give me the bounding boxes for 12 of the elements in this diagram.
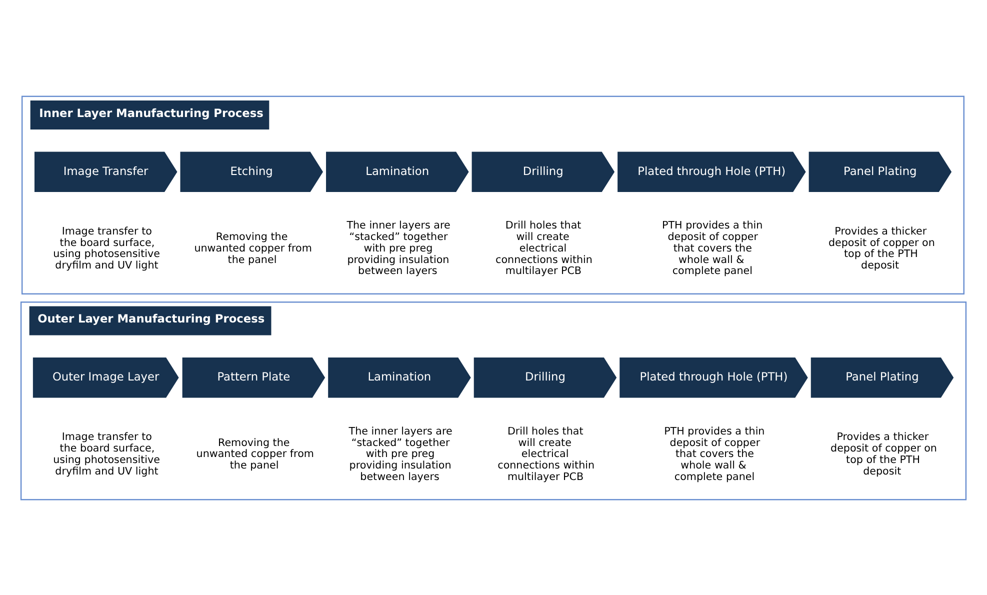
node-label: PTH provides a thin deposit of copper that covers the whole wall & complete panel: [662, 219, 763, 277]
node-label: PTH provides a thin deposit of copper that covers the whole wall & complete panel: [664, 424, 765, 482]
node-label: Removing the unwanted copper from the panel: [194, 230, 312, 266]
node-label: The inner layers are “stacked” together with pre preg providing insulation between layers: [348, 424, 452, 482]
node-label: Provides a thicker deposit of copper on top of the PTH deposit: [830, 430, 937, 477]
node-label: Drill holes that will create electrical connections within multilayer PCB: [496, 219, 592, 277]
node-label: Image transfer to the board surface, using photosensitive dryfilm and UV light: [53, 224, 160, 272]
node-label: Drill holes that will create electrical connections within multilayer PCB: [498, 424, 595, 482]
node-label: Removing the unwanted copper from the panel: [196, 436, 314, 472]
node-label: The inner layers are “stacked” together with pre preg providing insulation between layers: [346, 219, 450, 277]
node-label: Provides a thicker deposit of copper on top of the PTH deposit: [828, 224, 935, 272]
node-label: Image transfer to the board surface, using photosensitive dryfilm and UV light: [53, 430, 160, 477]
